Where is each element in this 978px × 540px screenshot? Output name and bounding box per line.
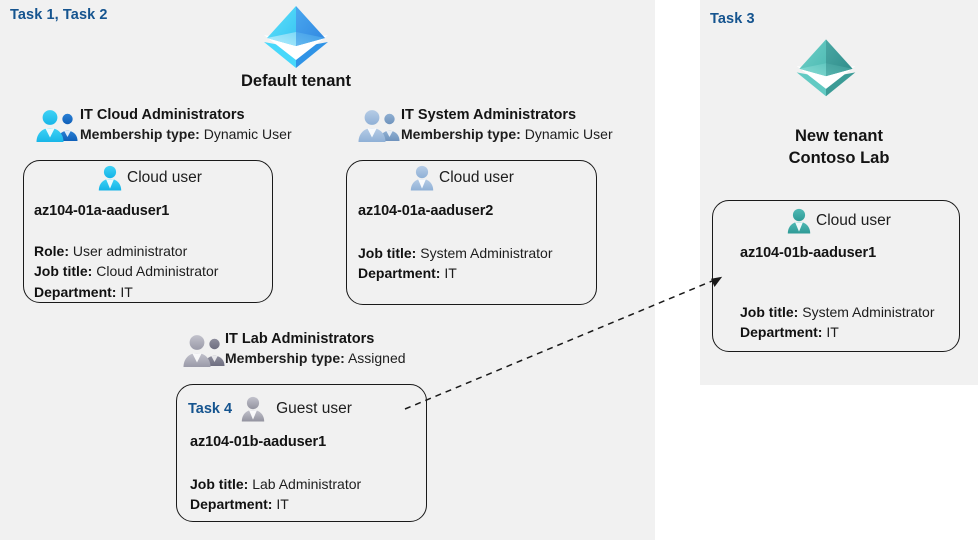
group-membership-type: Membership type: Dynamic User: [80, 126, 292, 144]
group-membership-value: Assigned: [347, 350, 406, 367]
card-field-department: Department: IT: [190, 494, 361, 514]
task-label-4: Task 4: [188, 401, 233, 417]
card-field-role-label: Role:: [34, 243, 69, 259]
task-label-3: Task 3: [710, 11, 755, 27]
group-membership-type: Membership type: Assigned: [225, 350, 406, 368]
group-membership-label: Membership type:: [401, 126, 521, 143]
group-membership-label: Membership type:: [225, 350, 345, 367]
card-user-name-aaduser1-newtenant: az104-01b-aaduser1: [740, 245, 877, 261]
card-field-jobtitle-value: System Administrator: [802, 304, 935, 320]
group-users-icon-it-cloud-administrators: [36, 108, 80, 144]
card-fields-aaduser1-guest: Job title: Lab Administrator Department:…: [190, 474, 361, 515]
group-users-icon-it-system-administrators: [358, 108, 402, 144]
card-kind-label: Cloud user: [127, 169, 202, 186]
card-field-jobtitle: Job title: Lab Administrator: [190, 474, 361, 494]
new-tenant-caption-line-2: Contoso Lab: [788, 149, 890, 168]
default-tenant-caption: Default tenant: [186, 70, 406, 92]
card-field-jobtitle-label: Job title:: [740, 304, 799, 320]
group-head-it-cloud-administrators: IT Cloud Administrators Membership type:…: [80, 106, 292, 144]
card-field-jobtitle: Job title: System Administrator: [358, 243, 553, 263]
cloud-user-icon: [787, 208, 811, 234]
card-head-aaduser1-guest: Task 4 Guest user: [188, 396, 352, 422]
card-kind-label: Guest user: [276, 400, 352, 417]
card-head-aaduser2-cloud: Cloud user: [410, 165, 514, 191]
card-field-jobtitle-label: Job title:: [34, 263, 93, 280]
card-user-name-aaduser1-cloud: az104-01a-aaduser1: [34, 203, 170, 219]
group-head-it-system-administrators: IT System Administrators Membership type…: [401, 106, 613, 144]
card-kind-label: Cloud user: [816, 212, 891, 229]
group-title: IT System Administrators: [401, 107, 577, 123]
card-user-name-aaduser2-cloud: az104-01a-aaduser2: [358, 203, 494, 219]
group-membership-label: Membership type:: [80, 126, 200, 143]
new-tenant-caption: New tenant Contoso Lab: [716, 125, 962, 170]
card-field-department-label: Department:: [34, 283, 117, 300]
card-field-department: Department: IT: [34, 282, 218, 302]
group-title: IT Cloud Administrators: [80, 107, 245, 123]
card-fields-aaduser2-cloud: Job title: System Administrator Departme…: [358, 243, 553, 284]
group-title: IT Lab Administrators: [225, 331, 375, 347]
card-field-role: Role: User administrator: [34, 241, 218, 261]
tenant-pyramid-icon-new: [793, 35, 859, 97]
card-head-aaduser1-cloud: Cloud user: [98, 165, 202, 191]
user-card-aaduser1-cloud[interactable]: [23, 160, 273, 303]
card-field-jobtitle: Job title: Cloud Administrator: [34, 261, 218, 281]
group-membership-value: Dynamic User: [524, 126, 613, 143]
card-field-role-value: User administrator: [72, 243, 188, 259]
tenant-pyramid-icon-default: [260, 2, 332, 68]
card-field-department-value: IT: [120, 283, 133, 300]
default-tenant-caption-line: Default tenant: [240, 72, 351, 90]
card-fields-aaduser1-newtenant: Job title: System Administrator Departme…: [740, 302, 935, 343]
card-user-name-aaduser1-guest: az104-01b-aaduser1: [190, 434, 327, 450]
default-tenant-panel: [0, 0, 655, 540]
user-card-aaduser1-newtenant[interactable]: [712, 200, 960, 352]
card-field-jobtitle-value: System Administrator: [420, 245, 553, 261]
card-field-jobtitle: Job title: System Administrator: [740, 302, 935, 322]
card-field-department-value: IT: [444, 265, 457, 282]
card-field-jobtitle-label: Job title:: [358, 245, 417, 261]
cloud-user-icon: [410, 165, 434, 191]
group-membership-type: Membership type: Dynamic User: [401, 126, 613, 144]
card-field-department: Department: IT: [740, 322, 935, 342]
group-users-icon-it-lab-administrators: [183, 333, 227, 369]
card-field-jobtitle-value: Cloud Administrator: [96, 263, 219, 280]
group-membership-value: Dynamic User: [203, 126, 292, 143]
card-head-aaduser1-newtenant: Cloud user: [787, 208, 891, 234]
card-field-department-label: Department:: [740, 324, 823, 341]
card-kind-label: Cloud user: [439, 169, 514, 186]
guest-user-icon: [241, 396, 265, 422]
task-label-1-2: Task 1, Task 2: [10, 7, 108, 23]
card-field-department-label: Department:: [358, 265, 441, 282]
cloud-user-icon: [98, 165, 122, 191]
user-card-aaduser1-guest[interactable]: [176, 384, 427, 522]
card-field-jobtitle-label: Job title:: [190, 476, 249, 492]
card-fields-aaduser1-cloud: Role: User administrator Job title: Clou…: [34, 241, 218, 302]
card-field-jobtitle-value: Lab Administrator: [252, 476, 362, 492]
card-field-department-label: Department:: [190, 496, 273, 513]
group-head-it-lab-administrators: IT Lab Administrators Membership type: A…: [225, 330, 406, 368]
card-field-department-value: IT: [276, 496, 289, 513]
card-field-department: Department: IT: [358, 263, 553, 283]
card-field-department-value: IT: [826, 324, 839, 341]
new-tenant-caption-line-1: New tenant: [794, 127, 883, 145]
